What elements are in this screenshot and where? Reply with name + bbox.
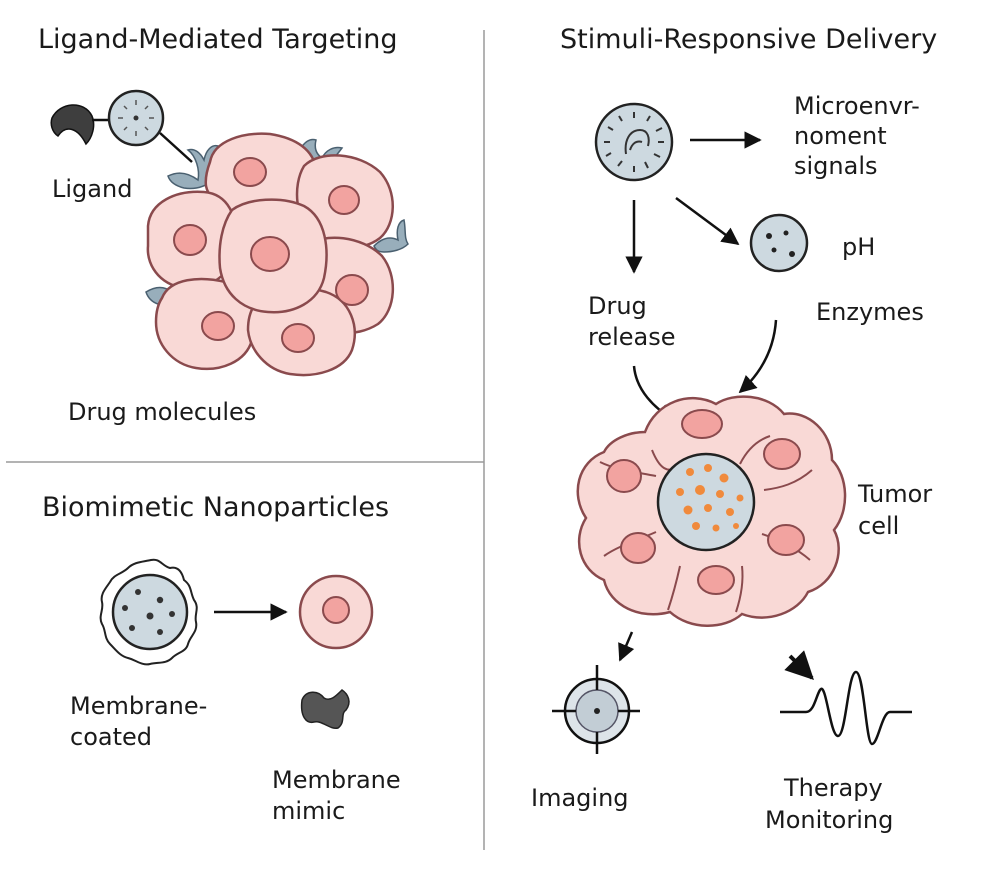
ligand-icon (50, 104, 95, 146)
arrow-to-therapy (784, 650, 814, 680)
membrane-mimic-label: Membrane mimic (272, 766, 408, 825)
imaging-icon (552, 665, 640, 754)
coated-nanoparticle-dots (122, 589, 175, 635)
biomimetic-panel-title: Biomimetic Nanoparticles (42, 492, 389, 523)
arrow-to-imaging (618, 631, 635, 662)
biomimetic-panel: Biomimetic Nanoparticles Membrane- coate… (42, 492, 408, 825)
stimuli-panel: Stimuli-Responsive Delivery Microenvr- n… (531, 24, 940, 834)
ph-nanoparticle (749, 213, 809, 273)
arrow-enzymes-to-tumor (738, 319, 778, 394)
microenvironment-signals-label: Microenvr- noment signals (794, 92, 927, 180)
therapy-monitoring-label: Therapy Monitoring (765, 774, 893, 834)
cell-cluster (146, 132, 394, 377)
tumor-cell-label: Tumor cell (857, 480, 940, 540)
ligand-binding-line (159, 132, 193, 163)
ligand-label: Ligand (52, 175, 132, 203)
released-drug-dots (676, 464, 744, 532)
drug-release-label: Drug release (588, 292, 676, 351)
target-cell-nucleus (322, 596, 350, 624)
ligand-nanoparticle-marks (118, 100, 154, 136)
tumor-core-nanoparticle (656, 452, 756, 552)
coated-nanoparticle (111, 573, 189, 651)
ligand-panel: Ligand-Mediated Targeting Ligand (38, 24, 409, 426)
signal-wave-icon (780, 670, 912, 746)
enzymes-label: Enzymes (816, 298, 924, 326)
stimuli-panel-title: Stimuli-Responsive Delivery (560, 24, 937, 55)
ph-nanoparticle-dots (766, 230, 795, 257)
ligand-panel-title: Ligand-Mediated Targeting (38, 24, 398, 55)
drug-molecules-label: Drug molecules (68, 398, 256, 426)
responsive-nanoparticle-marks (604, 112, 664, 172)
ph-label: pH (842, 233, 875, 261)
membrane-mimic-icon (300, 689, 350, 729)
imaging-label: Imaging (531, 784, 629, 812)
arrow-to-ph (675, 196, 740, 246)
tumor-cell (576, 395, 847, 627)
membrane-coated-label: Membrane- coated (70, 692, 215, 751)
responsive-nanoparticle (594, 102, 674, 182)
